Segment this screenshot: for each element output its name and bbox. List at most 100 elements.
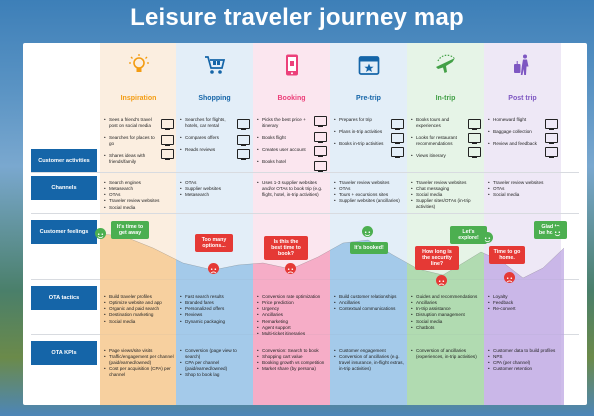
row-label-ota-tactics: OTA tactics [31, 286, 97, 310]
kpi-item: Customer data to build profiles [488, 348, 558, 354]
sad-face-icon [208, 263, 219, 274]
kpis-cell-posttrip: Customer data to build profilesNPSCPA (p… [488, 348, 558, 373]
page-title: Leisure traveler journey map [130, 4, 464, 31]
tactics-cell-intrip: Guides and recommendationsAncillariesIn-… [411, 294, 481, 331]
stage-label: Post trip [508, 95, 537, 102]
kpi-item: Shop to book lag [180, 372, 250, 378]
stage-label: Pre-trip [356, 95, 381, 102]
divider [31, 213, 579, 214]
laptop-icon [468, 147, 481, 158]
activity-item: Books tours and experiences [411, 117, 481, 129]
tactic-item: Agent support [257, 325, 327, 331]
smiley-face-icon [362, 226, 373, 237]
laptop-icon [161, 119, 174, 130]
kpi-item: Booking growth vs competition [257, 360, 327, 366]
laptop-icon [468, 133, 481, 144]
kpi-item: Traffic/engagement per channel (paid/ear… [104, 354, 174, 366]
kpis-cell-intrip: Conversion of ancillaries (experiences, … [411, 348, 481, 360]
activities-cell-intrip: Books tours and experiencesLooks for res… [411, 117, 481, 165]
tactic-item: Destination marketing [104, 312, 174, 318]
tactics-cell-posttrip: LoyaltyFeedbackRe-convert [488, 294, 558, 312]
activities-cell-pretrip: Prepares for tripPlans in-trip activitie… [334, 117, 404, 153]
feeling-bubble: It's time to get away [111, 221, 149, 240]
kpi-item: CPA (per channel) [488, 360, 558, 366]
stage-header-pretrip: Pre-trip [330, 43, 407, 123]
tactic-item: Social media [104, 319, 174, 325]
stage-header-shopping: Shopping [176, 43, 253, 123]
channels-cell-posttrip: Traveler review websitesOTAsSocial media [488, 180, 558, 198]
laptop-icon [314, 146, 327, 157]
laptop-icon [314, 161, 327, 172]
channel-item: Supplier sites/OTAs (in-trip activities) [411, 198, 481, 210]
channel-item: Traveler review websites [488, 180, 558, 186]
row-label-customer-feelings: Customer feelings [31, 220, 97, 244]
channels-cell-shopping: OTAsSupplier websitesMetasearch [180, 180, 250, 198]
activity-item: Baggage collection [488, 129, 558, 135]
activities-cell-inspiration: Sees a friend's travel post on social me… [104, 117, 174, 171]
tactic-item: Multi-ticket itineraries [257, 331, 327, 337]
channel-item: Uses 1-3 supplier websites and/or OTAs t… [257, 180, 327, 198]
activities-cell-booking: Picks the best price + itineraryBooks fl… [257, 117, 327, 171]
sad-face-icon [504, 272, 515, 283]
kpi-item: Shopping cart value [257, 354, 327, 360]
activity-item: Plans in-trip activities [334, 129, 404, 135]
activity-item: Views itinerary [411, 153, 481, 159]
tactics-cell-booking: Conversion rate optimizationPrice predic… [257, 294, 327, 337]
laptop-icon [468, 119, 481, 130]
lightbulb-icon [127, 53, 151, 77]
stage-header-intrip: In-trip [407, 43, 484, 123]
laptop-icon [314, 132, 327, 143]
channels-cell-pretrip: Traveler review websitesOTAsTours + excu… [334, 180, 404, 205]
tactic-item: Guides and recommendations [411, 294, 481, 300]
divider [31, 172, 579, 173]
tactic-item: Contextual communications [334, 306, 404, 312]
channel-item: OTAs [334, 186, 404, 192]
kpi-item: Conversion: Search to book [257, 348, 327, 354]
activity-item: Shares ideas with friends/family [104, 153, 174, 165]
tactic-item: Price prediction [257, 300, 327, 306]
channel-item: Social media [104, 205, 174, 211]
tactic-item: Branded fares [180, 300, 250, 306]
feeling-bubble: Time to go home. [489, 246, 525, 265]
activity-item: Creates user account [257, 147, 327, 153]
laptop-icon [314, 116, 327, 127]
kpi-item: Page views/site visits [104, 348, 174, 354]
channel-item: Supplier websites (ancillaries) [334, 198, 404, 204]
tactic-item: Ancillaries [411, 300, 481, 306]
kpi-item: Customer engagement [334, 348, 404, 354]
traveler-luggage-icon [511, 53, 535, 77]
kpis-cell-booking: Conversion: Search to bookShopping cart … [257, 348, 327, 373]
stage-header-inspiration: Inspiration [100, 43, 177, 123]
emotion-area-posttrip [484, 248, 564, 405]
tactic-item: Build customer relationships [334, 294, 404, 300]
laptop-icon [545, 119, 558, 130]
activity-item: Searches for flights, hotels, car rental [180, 117, 250, 129]
feeling-bubble: Let's explore! [450, 226, 487, 245]
airplane-icon [434, 53, 458, 77]
kpi-item: CPA per channel (paid/earned/owned) [180, 360, 250, 372]
feeling-bubble: Too many options... [195, 234, 233, 253]
kpis-cell-shopping: Conversion (page view to search)CPA per … [180, 348, 250, 378]
tactic-item: Conversion rate optimization [257, 294, 327, 300]
row-label-ota-kpis: OTA KPIs [31, 341, 97, 365]
laptop-icon [237, 135, 250, 146]
tactic-item: Dynamic packaging [180, 319, 250, 325]
tactic-item: Disruption management [411, 312, 481, 318]
tactic-item: Ancillaries [257, 312, 327, 318]
kpi-item: NPS [488, 354, 558, 360]
channel-item: OTAs [180, 180, 250, 186]
kpi-item: Conversion of ancillaries (e.g. travel i… [334, 354, 404, 372]
smiley-face-icon [95, 228, 106, 239]
activities-cell-shopping: Searches for flights, hotels, car rental… [180, 117, 250, 159]
laptop-icon [391, 147, 404, 158]
activities-cell-posttrip: Homeward flightBaggage collectionReview … [488, 117, 558, 153]
activity-item: Searches for places to go [104, 135, 174, 147]
kpi-item: Conversion of ancillaries (experiences, … [411, 348, 481, 360]
tactics-cell-pretrip: Build customer relationshipsAncillariesC… [334, 294, 404, 312]
kpi-item: Cost per acquisition (CPA) per channel [104, 366, 174, 378]
stage-label: Inspiration [120, 95, 157, 102]
tactic-item: Urgency [257, 306, 327, 312]
channels-cell-booking: Uses 1-3 supplier websites and/or OTAs t… [257, 180, 327, 198]
tactic-item: Feedback [488, 300, 558, 306]
sad-face-icon [285, 263, 296, 274]
